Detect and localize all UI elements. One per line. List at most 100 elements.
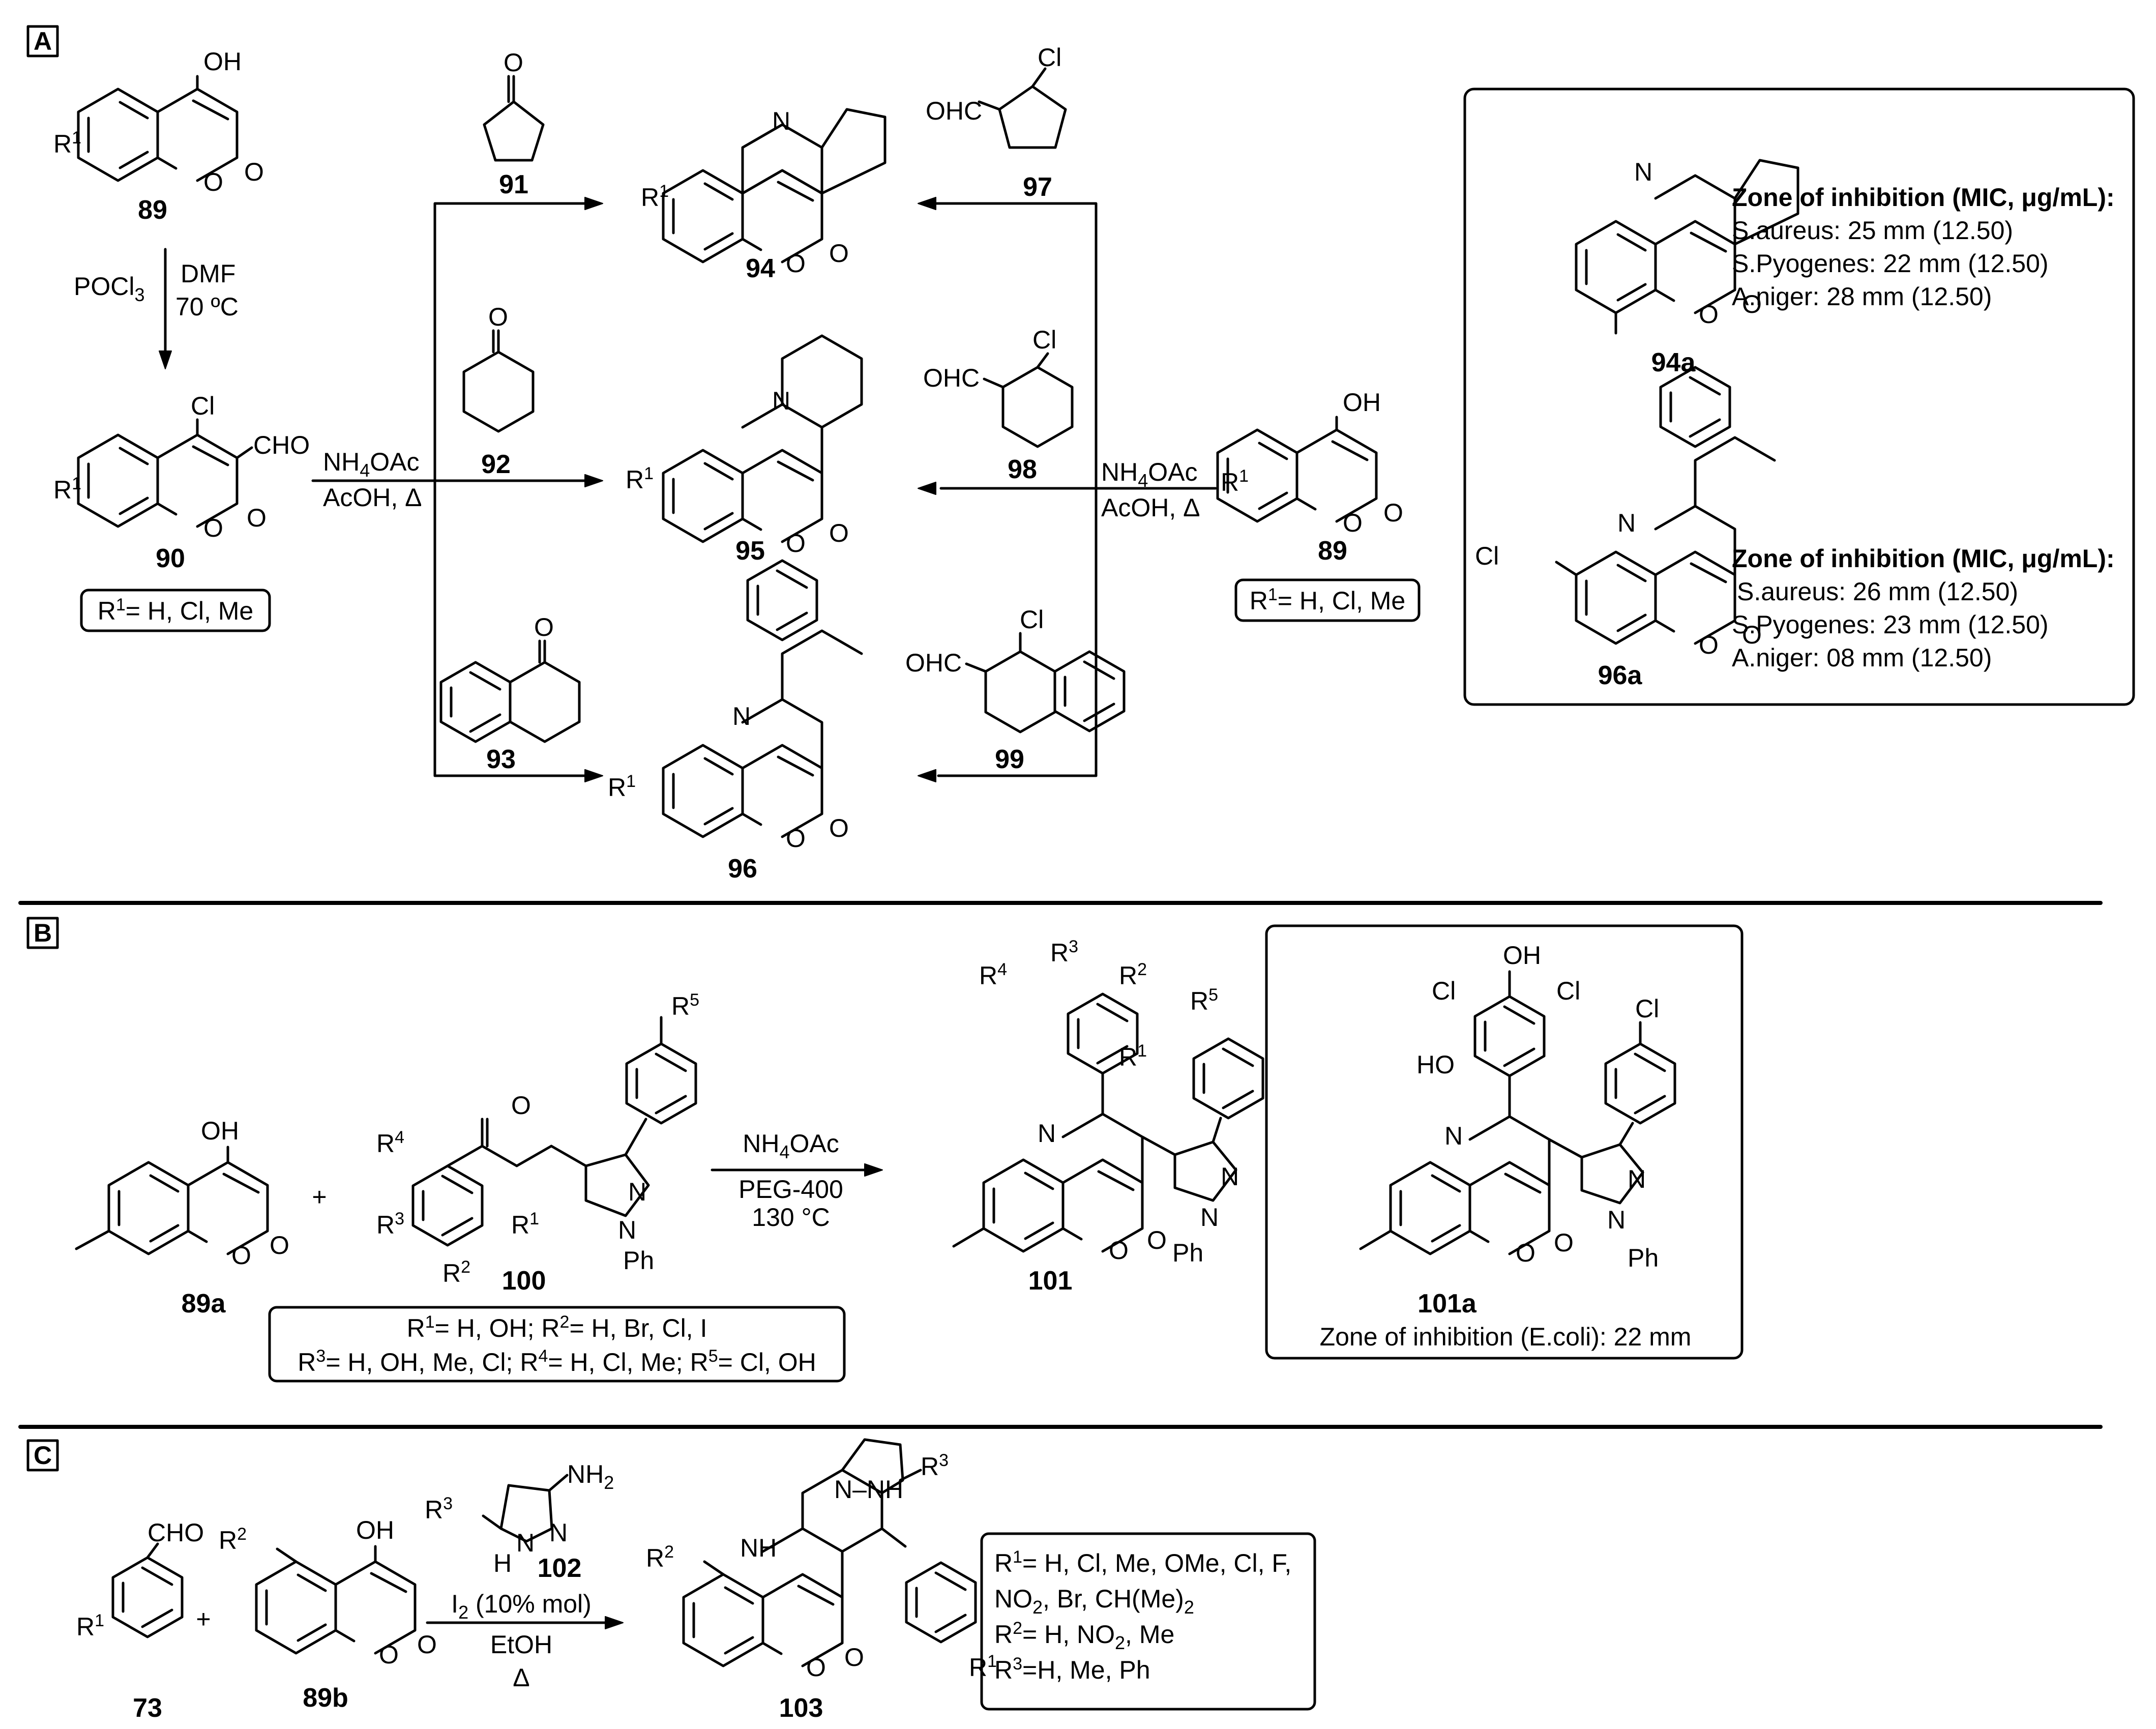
structure-97: Cl OHC 97 [926,43,1067,202]
r1-label: R1 [641,182,669,212]
structure-94: N O O R1 94 [641,107,887,283]
r1-label: R1 [76,1611,104,1641]
r1-label: R1 [1221,466,1249,496]
structure-92: O 92 [464,303,533,479]
arrowhead [918,482,936,495]
atom-o: O [417,1630,437,1659]
activity-title-94a: Zone of inhibition (MIC, μg/mL): [1732,183,2115,212]
compound-96a-label: 96a [1598,661,1643,690]
arrowhead [918,769,936,782]
condition-acoh-right: AcOH, Δ [1101,493,1200,522]
atom-o: O [1699,631,1719,659]
panel-b-label: B [34,919,52,947]
atom-oh: OH [1503,941,1541,970]
panel-b-label-box [26,917,59,949]
atom-cl: Cl [1432,977,1456,1005]
r2-label: R2 [442,1257,470,1287]
atom-o: O [1109,1236,1129,1265]
atom-n: N [628,1178,646,1206]
atom-o: O [488,303,508,331]
atom-o: O [829,814,849,842]
bracket-left [433,202,592,777]
compound-89b-label: 89b [303,1683,348,1713]
r3-label: R3 [921,1451,949,1481]
structure-102: NH2 R3 N N H 102 [425,1460,614,1583]
condition-c-iodine: I2 (10% mol) [451,1590,592,1623]
atom-o: O [1742,290,1762,318]
structure-96: N O O R1 96 [608,561,863,884]
substituents-c-r1: R1= H, Cl, Me, OMe, Cl, F, [994,1547,1291,1577]
compound-97-label: 97 [1023,172,1052,202]
atom-cl: Cl [1032,326,1056,354]
atom-n: N [549,1518,568,1547]
structure-90: Cl CHO O O R1 90 [53,392,310,573]
compound-94a-label: 94a [1651,348,1696,377]
structure-93: O 93 [441,613,581,774]
condition-b-nh4oac: NH4OAc [743,1129,839,1162]
atom-ohc: OHC [923,364,980,392]
atom-n: N [732,702,751,730]
compound-98-label: 98 [1008,455,1037,484]
plus-sign: + [312,1183,327,1211]
activity-title-96a: Zone of inhibition (MIC, μg/mL): [1732,544,2115,573]
structure-101: N O O N N Ph R3 R4 R2 R1 R5 101 [952,937,1263,1296]
atom-n: N [1634,158,1652,186]
atom-o: O [1147,1226,1167,1254]
r3-label: R3 [376,1209,404,1239]
panel-c-label: C [34,1441,52,1470]
atom-o: O [379,1640,399,1669]
r3-label: R3 [1050,937,1078,967]
compound-100-label: 100 [502,1266,546,1296]
atom-o: O [270,1231,289,1259]
panel-a-label-box [26,25,59,57]
substituents-c-r2: R2= H, NO2, Me [994,1619,1174,1653]
atom-cl: Cl [1475,542,1499,570]
compound-102-label: 102 [538,1554,582,1583]
atom-n-nh: N–NH [834,1475,903,1504]
arrowhead [584,197,603,210]
atom-cho: CHO [147,1518,204,1547]
compound-96-label: 96 [728,854,757,884]
atom-ohc: OHC [926,97,982,125]
atom-h: H [493,1549,512,1577]
r2-label: R2 [219,1525,247,1555]
atom-oh: OH [201,1117,239,1145]
r1-label: R1 [511,1209,539,1239]
atom-n: N [1607,1206,1626,1234]
compound-90-label: 90 [156,544,185,573]
atom-cl: Cl [1556,977,1580,1005]
substituents-c-r3: R3=H, Me, Ph [994,1654,1150,1684]
r1-definition-box-right [1234,578,1421,622]
atom-ph: Ph [1172,1239,1203,1267]
atom-n: N [618,1216,636,1244]
atom-o: O [1516,1239,1535,1267]
activity-94a-row-0: S.aureus: 25 mm (12.50) [1732,216,2013,245]
substituents-b-line1: R1= H, OH; R2= H, Br, Cl, I [407,1312,707,1342]
atom-nh: NH [740,1534,777,1562]
activity-96a-row-2: A.niger: 08 mm (12.50) [1732,643,1992,672]
r1-label: R1 [626,464,654,494]
atom-n: N [1038,1119,1056,1148]
structure-89-top: OH O O R1 89 [53,47,264,225]
compound-101-label: 101 [1028,1266,1073,1296]
condition-c-heat: Δ [513,1663,529,1692]
atom-o: O [1383,499,1403,527]
substituents-b-line2: R3= H, OH, Me, Cl; R4= H, Cl, Me; R5= Cl… [298,1346,816,1376]
r1-definition-box [80,589,271,632]
r4-label: R4 [979,960,1007,990]
atom-o: O [231,1241,251,1270]
panel-c: C CHO R1 73 + OH R2 O O 89b NH2 R3 [26,1438,1316,1723]
reagent-temp: 70 ºC [175,292,239,321]
atom-o: O [829,239,849,268]
compound-91-label: 91 [499,170,528,199]
activity-101a: Zone of inhibition (E.coli): 22 mm [1320,1323,1692,1351]
atom-o: O [1554,1228,1574,1257]
structure-96a: Cl N O O 96a [1475,367,1776,690]
structure-98: Cl OHC 98 [923,326,1072,484]
r2-label: R2 [646,1542,674,1572]
atom-o: O [504,48,523,77]
atom-n: N [1617,509,1636,537]
activity-94a-row-2: A.niger: 28 mm (12.50) [1732,282,1992,311]
structure-95: N O O R1 95 [626,334,863,566]
